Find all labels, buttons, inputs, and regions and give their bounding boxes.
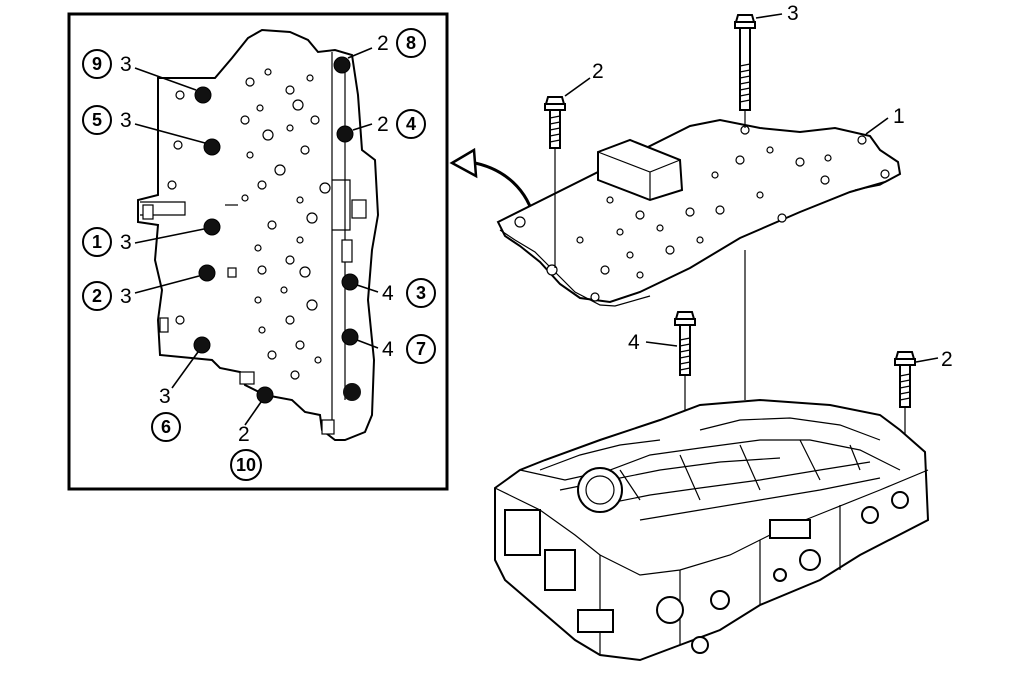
spacer-plate-holes	[514, 125, 890, 302]
seq-number: 6	[161, 417, 171, 437]
bolt-right	[894, 351, 916, 408]
inset-label-seq1: 1 3	[82, 227, 132, 257]
bolt-top-left	[544, 96, 566, 149]
inset-label-seq3: 4 3	[382, 278, 436, 308]
seq-number: 1	[92, 232, 102, 252]
seq-number: 3	[416, 283, 426, 303]
callout-bolt-right: 2	[941, 348, 953, 371]
callout-bolt-front: 4	[628, 331, 640, 354]
seq-number: 10	[236, 455, 256, 475]
inset-label-seq8: 2 8	[377, 28, 426, 58]
bolt-top-right	[734, 14, 756, 111]
seq-number: 8	[406, 33, 416, 53]
valve-body	[494, 398, 930, 662]
callout-bolt-top-left: 2	[592, 60, 604, 83]
part-number: 2	[238, 423, 250, 446]
part-number: 4	[382, 338, 394, 361]
inset-leaders	[134, 47, 379, 426]
callout-bolt-top-right: 3	[787, 2, 799, 25]
inset-label-seq2: 2 3	[82, 281, 132, 311]
inset-panel: 9 3 5 3 1 3 2 3 3 6 2 10 2	[67, 12, 449, 491]
seq-number: 9	[92, 54, 102, 74]
inset-label-seq7: 4 7	[382, 334, 436, 364]
seq-number: 7	[416, 339, 426, 359]
part-number: 3	[120, 109, 132, 132]
inset-bolts	[193, 56, 359, 404]
inset-label-seq9: 9 3	[82, 49, 132, 79]
seq-number: 2	[92, 286, 102, 306]
callout-plate: 1	[893, 105, 905, 128]
spacer-plate	[496, 118, 902, 307]
part-number: 3	[120, 53, 132, 76]
seq-number: 4	[406, 114, 416, 134]
seq-number: 5	[92, 110, 102, 130]
part-number: 3	[120, 285, 132, 308]
part-number: 3	[120, 231, 132, 254]
inset-plate-holes	[159, 68, 367, 435]
inset-label-seq6: 3 6	[151, 385, 181, 442]
inset-label-seq4: 2 4	[377, 109, 426, 139]
part-number: 2	[377, 113, 389, 136]
part-number: 3	[159, 385, 171, 408]
part-number: 2	[377, 32, 389, 55]
part-number: 4	[382, 282, 394, 305]
callouts: 1 2 3 4 2	[564, 2, 953, 371]
bolt-front	[674, 311, 696, 376]
inset-label-seq5: 5 3	[82, 105, 132, 135]
inset-label-seq10: 2 10	[230, 423, 262, 481]
